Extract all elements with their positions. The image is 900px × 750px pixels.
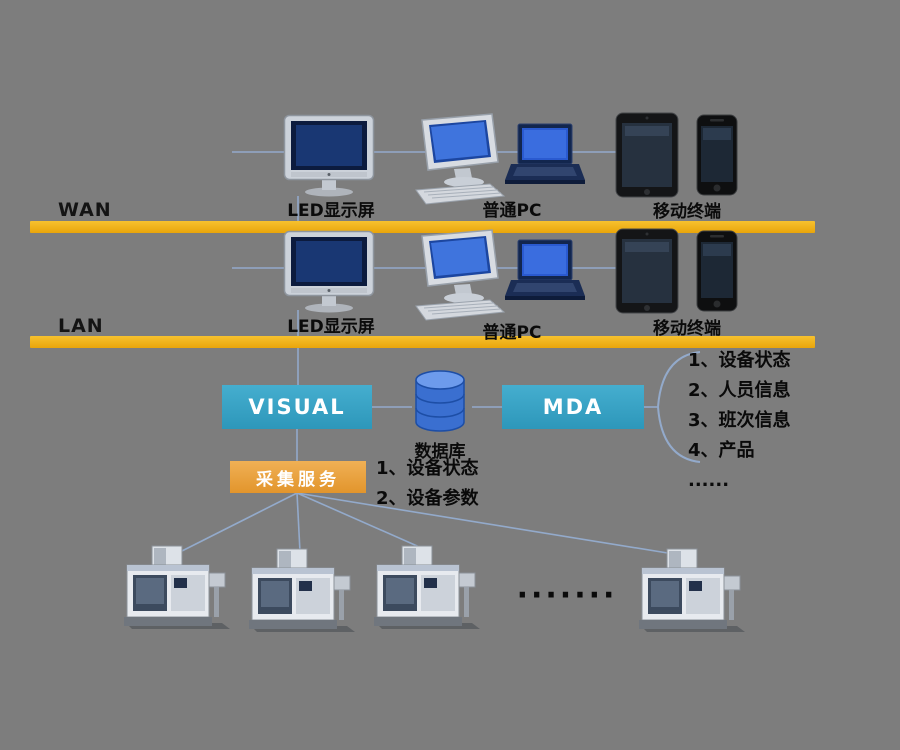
- lan-led-label: LED显示屏: [287, 317, 375, 337]
- list-item: 2、人员信息: [688, 380, 791, 401]
- list-item: 3、班次信息: [688, 410, 791, 431]
- list-item: 1、设备状态: [376, 458, 479, 479]
- led-display-icon: [283, 230, 375, 314]
- led-display-icon: [283, 114, 375, 198]
- list-item: ......: [688, 470, 730, 491]
- mda-system-box: MDA: [502, 385, 644, 429]
- lan-pc-label: 普通PC: [482, 323, 542, 343]
- collect-service-label: 采集服务: [256, 469, 340, 490]
- wan-pc-label: 普通PC: [482, 201, 542, 221]
- collect-service-box: 采集服务: [230, 461, 366, 493]
- tablet-icon: [615, 228, 679, 314]
- lan-mobile-label: 移动终端: [653, 319, 721, 339]
- laptop-icon: [503, 122, 585, 188]
- collect-data-list: 1、设备状态 2、设备参数: [376, 458, 479, 518]
- mda-output-list: 1、设备状态 2、人员信息 3、班次信息 4、产品 ......: [688, 350, 791, 500]
- visual-system-box: VISUAL: [222, 385, 372, 429]
- cnc-machine-icon: [243, 546, 361, 634]
- smartphone-icon: [696, 230, 738, 312]
- mda-system-label: MDA: [542, 395, 604, 419]
- ellipsis-more-machines: ·······: [516, 578, 618, 613]
- database-label: 数据库: [414, 442, 466, 462]
- cnc-machine-icon: [633, 546, 751, 634]
- list-item: 4、产品: [688, 440, 755, 461]
- wan-label: WAN: [58, 199, 112, 221]
- laptop-icon: [503, 238, 585, 304]
- visual-system-label: VISUAL: [248, 395, 346, 419]
- list-item: 2、设备参数: [376, 488, 479, 509]
- database-icon: [410, 367, 470, 435]
- desktop-pc-icon: [412, 112, 514, 206]
- smartphone-icon: [696, 114, 738, 196]
- wan-led-label: LED显示屏: [287, 201, 375, 221]
- lan-label: LAN: [58, 315, 104, 337]
- wan-mobile-label: 移动终端: [653, 202, 721, 222]
- lan-bus-bar: [30, 336, 815, 348]
- cnc-machine-icon: [368, 543, 486, 631]
- cnc-machine-icon: [118, 543, 236, 631]
- list-item: 1、设备状态: [688, 350, 791, 371]
- tablet-icon: [615, 112, 679, 198]
- desktop-pc-icon: [412, 228, 514, 322]
